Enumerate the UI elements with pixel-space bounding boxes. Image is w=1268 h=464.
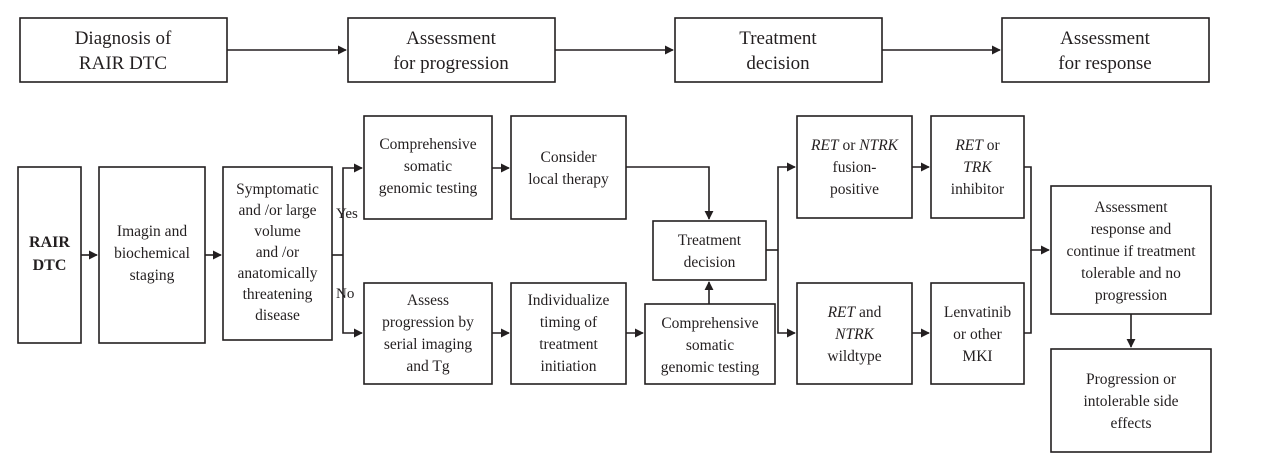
arrow-decision-to-fusion — [777, 162, 796, 250]
node-assess-resp-line3: continue if treatment — [1066, 243, 1196, 260]
node-treat-dec-line2: decision — [684, 254, 736, 271]
node-individualize-line4: initiation — [541, 358, 597, 375]
node-rair-dtc-line2: DTC — [33, 257, 67, 274]
node-ret-fusion-line3: positive — [830, 181, 879, 198]
node-imaging-line2: biochemical — [114, 245, 190, 262]
arrow-inhibitor-to-assessment — [1024, 166, 1050, 255]
node-progression-line3: effects — [1110, 415, 1151, 432]
node-assess-prog-line4: and Tg — [406, 358, 449, 375]
node-symptomatic-line2: and /or large — [238, 202, 316, 219]
node-lenvatinib: Lenvatinib or other MKI — [930, 282, 1025, 385]
ret-wild-gene-ret: RET — [827, 304, 857, 321]
node-lenvatinib-line2: or other — [953, 326, 1002, 343]
stage-diagnosis-line1: Diagnosis of — [75, 28, 172, 49]
node-assess-resp-line2: response and — [1091, 221, 1172, 238]
node-ret-wild-line3: wildtype — [827, 348, 881, 365]
node-ret-fusion-line2: fusion- — [833, 159, 877, 176]
node-ret-wild-line1: RET and — [827, 304, 882, 321]
node-symptomatic-line3: volume — [254, 223, 301, 240]
stage-treatment-line1: Treatment — [739, 28, 817, 49]
node-symptomatic-line7: disease — [255, 307, 300, 324]
node-ret-ntrk-wildtype: RET and NTRK wildtype — [796, 282, 913, 385]
node-ret-wild-line2: NTRK — [834, 326, 874, 343]
node-treat-dec-line1: Treatment — [678, 232, 742, 249]
node-rair-dtc-line1: RAIR — [29, 234, 70, 251]
node-comp-bottom-line2: somatic — [686, 337, 734, 354]
stage-treatment-line2: decision — [746, 53, 810, 74]
ret-fusion-or: or — [839, 137, 860, 154]
node-lenvatinib-line1: Lenvatinib — [944, 304, 1011, 321]
stage-response: Assessment for response — [1001, 17, 1210, 83]
stage-progression-line2: for progression — [393, 53, 509, 74]
node-progression-side-effects: Progression or intolerable side effects — [1050, 348, 1212, 453]
node-individualize-line3: treatment — [539, 336, 598, 353]
node-assess-resp-line5: progression — [1095, 287, 1168, 304]
node-comprehensive-bottom: Comprehensive somatic genomic testing — [644, 303, 776, 385]
node-assess-prog-line3: serial imaging — [384, 336, 472, 353]
node-symptomatic-line5: anatomically — [237, 265, 317, 282]
node-ret-inhib-line2: TRK — [963, 159, 992, 176]
arrow-no-branch — [342, 255, 363, 338]
ret-fusion-gene-ret: RET — [810, 137, 840, 154]
ret-wild-and: and — [855, 304, 882, 321]
node-symptomatic-line6: threatening — [243, 286, 313, 303]
ret-fusion-gene-ntrk: NTRK — [858, 137, 898, 154]
node-individualize-line2: timing of — [540, 314, 598, 331]
arrow-decision-to-wildtype — [777, 250, 796, 338]
node-comp-bottom-line3: genomic testing — [661, 359, 760, 376]
node-local-therapy: Consider local therapy — [510, 115, 627, 220]
node-treatment-decision: Treatment decision — [652, 220, 767, 281]
node-individualize-line1: Individualize — [528, 292, 610, 309]
node-progression-line2: intolerable side — [1083, 393, 1178, 410]
node-ret-trk-inhibitor: RET or TRK inhibitor — [930, 115, 1025, 219]
label-yes: Yes — [336, 206, 358, 222]
label-no: No — [336, 286, 354, 302]
node-assess-prog-line1: Assess — [407, 292, 449, 309]
node-symptomatic: Symptomatic and /or large volume and /or… — [222, 166, 333, 341]
stage-response-line1: Assessment — [1060, 28, 1150, 49]
node-local-line1: Consider — [541, 149, 598, 166]
node-comprehensive-top: Comprehensive somatic genomic testing — [363, 115, 493, 220]
stage-diagnosis-line2: RAIR DTC — [79, 53, 167, 74]
arrow-yes-branch — [342, 163, 363, 255]
node-assess-progression: Assess progression by serial imaging and… — [363, 282, 493, 385]
node-local-line2: local therapy — [528, 171, 609, 188]
arrow-local-to-decision — [626, 166, 714, 220]
stage-response-line2: for response — [1058, 53, 1151, 74]
node-ret-inhib-line1: RET or — [954, 137, 1000, 154]
node-ret-fusion-line1: RET or NTRK — [810, 137, 899, 154]
node-imaging-line3: staging — [130, 267, 175, 284]
stage-progression-line1: Assessment — [406, 28, 496, 49]
node-progression-line1: Progression or — [1086, 371, 1177, 388]
node-ret-inhib-line3: inhibitor — [951, 181, 1005, 198]
ret-inhib-or: or — [983, 137, 1001, 154]
node-symptomatic-line4: and /or — [256, 244, 300, 261]
node-assess-resp-line4: tolerable and no — [1081, 265, 1181, 282]
node-comp-top-line1: Comprehensive — [379, 136, 476, 153]
node-rair-dtc: RAIR DTC — [17, 166, 82, 344]
node-imaging-staging: Imagin and biochemical staging — [98, 166, 206, 344]
stage-diagnosis: Diagnosis of RAIR DTC — [19, 17, 228, 83]
node-assessment-response: Assessment response and continue if trea… — [1050, 185, 1212, 315]
ret-inhib-gene-ret: RET — [954, 137, 984, 154]
line-lenvatinib-to-assessment — [1024, 250, 1032, 334]
node-comp-top-line2: somatic — [404, 158, 452, 175]
node-assess-prog-line2: progression by — [382, 314, 474, 331]
node-lenvatinib-line3: MKI — [962, 348, 992, 365]
node-assess-resp-line1: Assessment — [1094, 199, 1168, 216]
node-symptomatic-line1: Symptomatic — [236, 181, 319, 198]
node-ret-ntrk-fusion: RET or NTRK fusion- positive — [796, 115, 913, 219]
node-individualize: Individualize timing of treatment initia… — [510, 282, 627, 385]
node-imaging-line1: Imagin and — [117, 223, 187, 240]
stage-progression: Assessment for progression — [347, 17, 556, 83]
node-comp-bottom-line1: Comprehensive — [661, 315, 758, 332]
node-comp-top-line3: genomic testing — [379, 180, 478, 197]
stage-treatment: Treatment decision — [674, 17, 883, 83]
